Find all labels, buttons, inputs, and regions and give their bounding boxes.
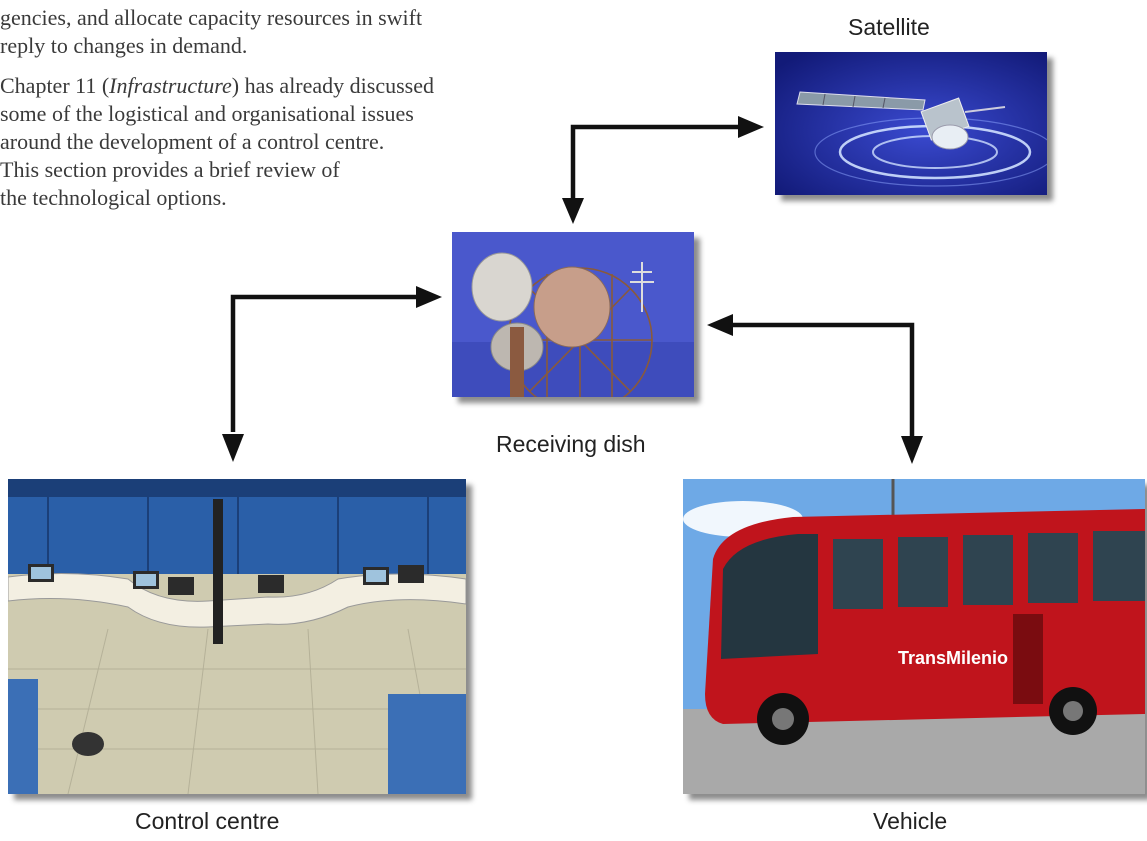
satellite-caption: Satellite [848, 14, 930, 40]
control-centre-caption: Control centre [135, 808, 280, 834]
p2-line-4: This section provides a brief review of [0, 157, 340, 182]
arrow-dish-vehicle [732, 322, 915, 437]
arrow-dish-control-centre [230, 294, 418, 432]
arrow-dish-satellite [570, 124, 740, 200]
arrowhead-satellite [738, 116, 764, 138]
p2-line-1-after: ) has already discussed [231, 73, 434, 98]
control-centre-illustration [8, 479, 466, 794]
satellite-photo [775, 52, 1047, 195]
control-centre-photo [8, 479, 466, 794]
bus-signage: TransMilenio [898, 648, 1008, 668]
arrowhead-dish-from-top [562, 198, 584, 224]
arrowhead-dish-from-left [416, 286, 442, 308]
bus-illustration: TransMilenio [683, 479, 1145, 794]
p2-line-2: some of the logistical and organisationa… [0, 101, 414, 126]
p1-line-1: gencies, and allocate capacity resources… [0, 5, 423, 30]
paragraph-1: gencies, and allocate capacity resources… [0, 4, 520, 60]
dish-illustration [452, 232, 694, 397]
arrowhead-dish-from-right [707, 314, 733, 336]
receiving-dish-caption: Receiving dish [496, 431, 646, 457]
satellite-illustration [775, 52, 1047, 195]
arrowhead-vehicle [901, 436, 923, 464]
chapter-title: Infrastructure [109, 73, 232, 98]
receiving-dish-photo [452, 232, 694, 397]
p1-line-2: reply to changes in demand. [0, 33, 248, 58]
p2-line-5: the technological options. [0, 185, 227, 210]
body-text: gencies, and allocate capacity resources… [0, 0, 520, 224]
paragraph-2: Chapter 11 (Infrastructure) has already … [0, 72, 520, 212]
p2-line-1-before: Chapter 11 ( [0, 73, 110, 98]
p2-line-3: around the development of a control cent… [0, 129, 385, 154]
arrowhead-control-centre [222, 434, 244, 462]
vehicle-caption: Vehicle [873, 808, 948, 834]
vehicle-photo: TransMilenio [683, 479, 1145, 794]
